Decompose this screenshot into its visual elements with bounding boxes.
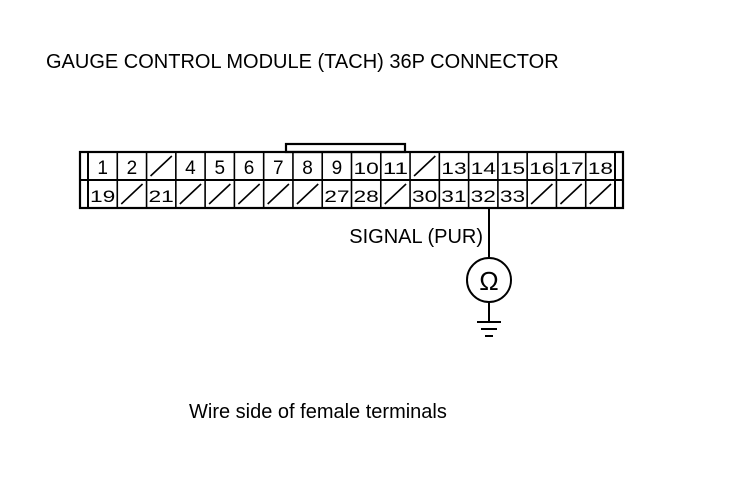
terminal-15: 15: [500, 159, 525, 178]
signal-label: SIGNAL (PUR): [349, 226, 483, 248]
unused-terminal-slash: [150, 155, 173, 177]
terminal-16: 16: [529, 159, 554, 178]
terminal-6: 6: [244, 158, 255, 179]
terminal-30: 30: [412, 187, 437, 206]
terminal-10: 10: [353, 159, 378, 178]
ohm-symbol: Ω: [479, 266, 498, 296]
terminal-28: 28: [353, 187, 378, 206]
diagram-title: GAUGE CONTROL MODULE (TACH) 36P CONNECTO…: [46, 51, 559, 73]
terminal-19: 19: [90, 187, 115, 206]
unused-terminal-slash: [589, 183, 612, 205]
terminal-18: 18: [588, 159, 613, 178]
unused-terminal-slash: [384, 183, 407, 205]
unused-terminal-slash: [559, 183, 583, 205]
unused-terminal-slash: [413, 155, 436, 177]
terminal-8: 8: [302, 158, 313, 179]
unused-terminal-slash: [208, 183, 231, 205]
terminal-32: 32: [471, 187, 496, 206]
unused-terminal-slash: [179, 183, 202, 205]
terminal-31: 31: [441, 187, 466, 206]
terminal-21: 21: [149, 187, 174, 206]
terminal-33: 33: [500, 187, 525, 206]
unused-terminal-slash: [237, 183, 261, 205]
unused-terminal-slash: [530, 183, 553, 205]
terminal-17: 17: [558, 159, 583, 178]
unused-terminal-slash: [296, 183, 319, 205]
ground-icon: [477, 321, 501, 337]
terminal-1: 1: [97, 158, 108, 179]
unused-terminal-slash: [267, 183, 290, 205]
terminal-2: 2: [127, 158, 138, 179]
terminal-9: 9: [332, 158, 343, 179]
probe-circuit: [466, 208, 512, 337]
terminal-11: 11: [383, 159, 408, 178]
terminal-5: 5: [214, 158, 225, 179]
terminal-7: 7: [273, 158, 284, 179]
terminal-13: 13: [441, 159, 466, 178]
terminal-27: 27: [324, 187, 349, 206]
unused-terminal-slash: [120, 183, 144, 205]
terminal-14: 14: [471, 159, 496, 178]
caption: Wire side of female terminals: [189, 401, 447, 423]
terminal-4: 4: [185, 158, 196, 179]
